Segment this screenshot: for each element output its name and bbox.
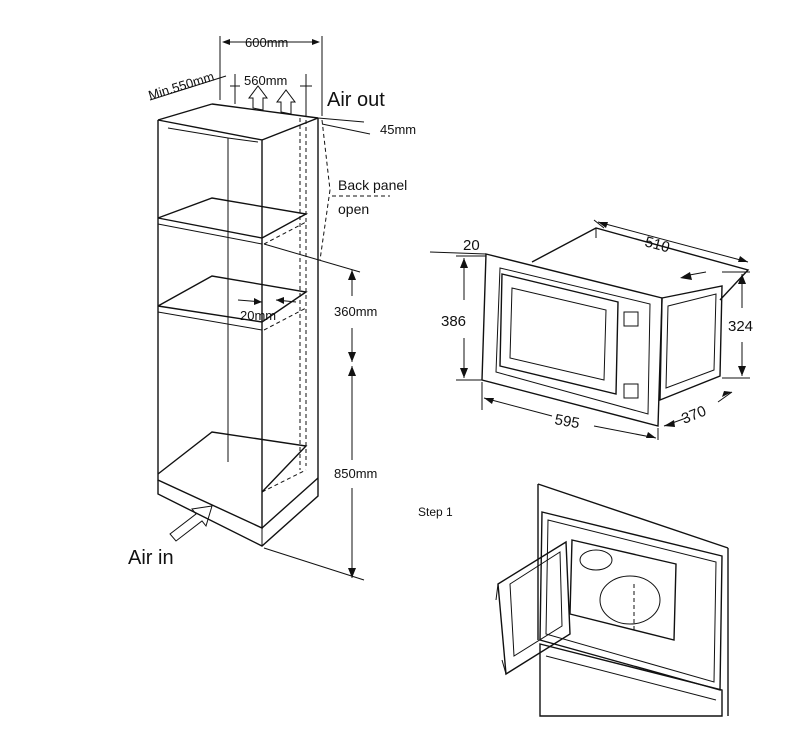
microwave-drawing xyxy=(481,227,750,427)
opening-height-label: 360mm xyxy=(334,304,377,319)
frame-depth-label: 20 xyxy=(463,237,480,254)
step1-label: Step 1 xyxy=(418,505,453,519)
step1-drawing xyxy=(495,483,729,717)
cabinet-drawing xyxy=(157,103,331,547)
cabinet-dimensions xyxy=(149,36,390,581)
frame-width-label: 595 xyxy=(553,411,581,432)
shelf-gap-label: 20mm xyxy=(240,308,276,323)
body-height-label: 324 xyxy=(728,318,753,335)
back-gap-label: 45mm xyxy=(380,122,416,137)
back-panel-label-line2: open xyxy=(338,201,369,217)
inner-width-label: 560mm xyxy=(244,73,287,88)
body-depth-label: 510 xyxy=(643,233,672,256)
back-panel-label-line1: Back panel xyxy=(338,177,407,193)
microwave-dimensions xyxy=(429,219,750,440)
side-depth-label: 370 xyxy=(679,403,709,428)
floor-height-label: 850mm xyxy=(334,466,377,481)
outer-width-label: 600mm xyxy=(245,35,288,50)
depth-min-label: Min.550mm xyxy=(146,69,215,103)
air-out-label: Air out xyxy=(327,89,385,111)
air-in-label: Air in xyxy=(128,547,174,569)
frame-height-label: 386 xyxy=(441,313,466,330)
